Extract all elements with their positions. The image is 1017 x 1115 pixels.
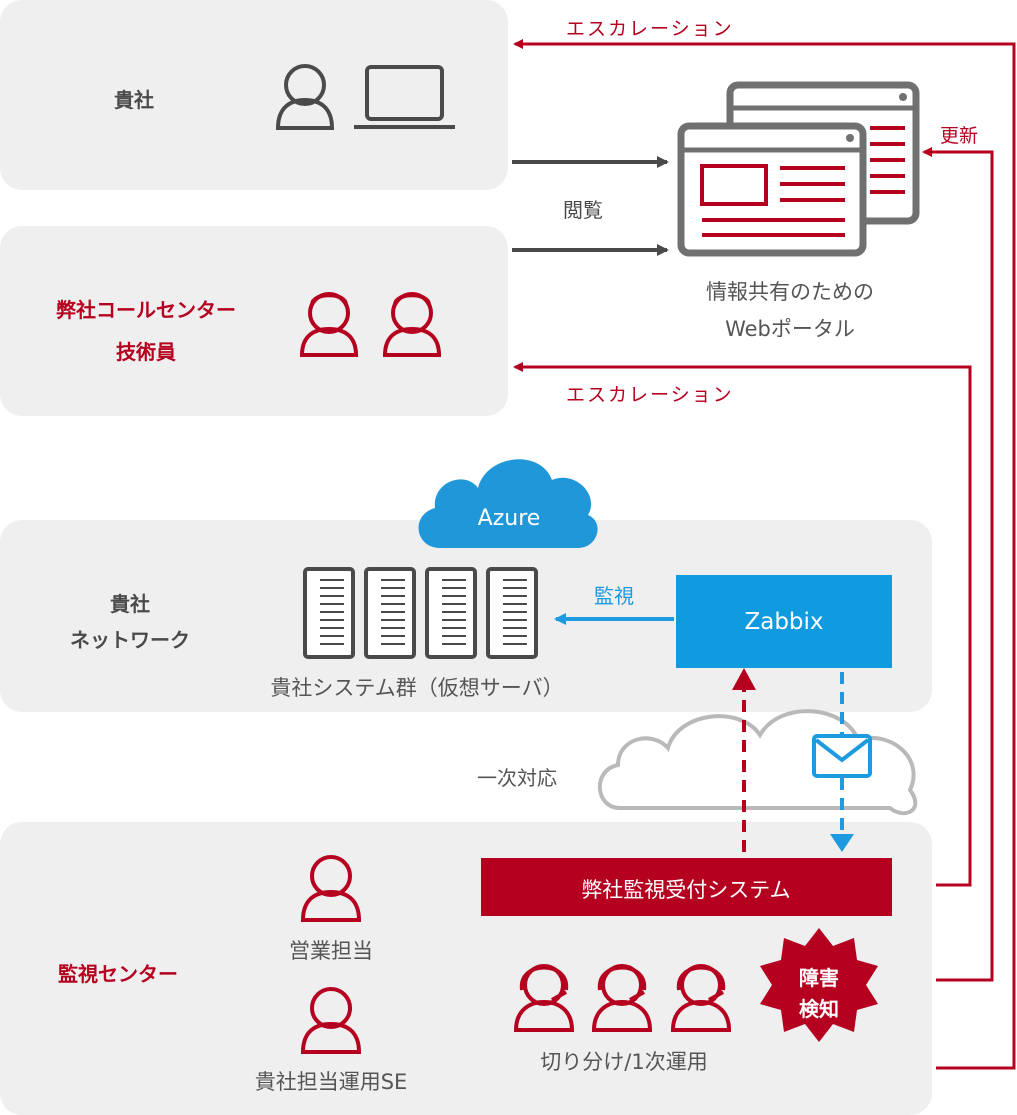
- se-person-icon: [300, 987, 362, 1054]
- escalation-line-top: [513, 39, 1016, 1070]
- portal-label-line1: 情報共有のための: [706, 280, 874, 304]
- incident-burst-icon: [760, 928, 878, 1042]
- incident-label-line1: 障害: [799, 966, 839, 990]
- zabbix-box: [676, 575, 892, 668]
- servers-caption: 貴社システム群（仮想サーバ）: [270, 676, 564, 700]
- technician-icon: [299, 292, 359, 357]
- client-label: 貴社: [114, 88, 154, 112]
- laptop-icon: [354, 65, 455, 129]
- network-label-line1: 貴社: [110, 592, 150, 616]
- first-response-label: 一次対応: [477, 766, 557, 790]
- technician-icon: [382, 292, 442, 357]
- system-bar-label: 弊社監視受付システム: [581, 878, 791, 902]
- callcenter-panel: [0, 226, 508, 416]
- monitoring-system-bar: [481, 858, 892, 916]
- sales-label: 営業担当: [289, 939, 373, 963]
- azure-cloud-icon: [418, 459, 598, 548]
- escalation-line-mid: [513, 362, 972, 887]
- detection-arrowhead: [732, 668, 756, 690]
- escalation-label-mid: エスカレーション: [566, 384, 734, 406]
- operators-caption: 切り分け/1次運用: [540, 1050, 708, 1074]
- monitoring-center-label: 監視センター: [58, 962, 178, 986]
- incident-label-line2: 検知: [799, 997, 839, 1021]
- alert-arrowhead: [830, 834, 854, 852]
- web-portal-icon: [677, 81, 920, 257]
- callcenter-label-line1: 弊社コールセンター: [56, 298, 236, 322]
- mail-icon: [812, 734, 872, 778]
- se-label: 貴社担当運用SE: [254, 1070, 408, 1094]
- callcenter-label-line2: 技術員: [116, 340, 176, 364]
- operator-headset-icon: [513, 964, 575, 1032]
- update-label: 更新: [940, 125, 979, 147]
- operator-headset-icon: [591, 964, 653, 1032]
- sales-person-icon: [300, 855, 362, 922]
- network-label-line2: ネットワーク: [70, 628, 190, 652]
- escalation-label-top: エスカレーション: [566, 18, 734, 40]
- client-panel: [0, 0, 508, 190]
- update-line: [922, 147, 994, 982]
- client-person-icon: [275, 64, 335, 130]
- operator-headset-icon: [670, 964, 732, 1032]
- portal-label-line2: Webポータル: [725, 317, 855, 341]
- browse-label: 閲覧: [563, 198, 603, 222]
- zabbix-label: Zabbix: [744, 609, 824, 635]
- azure-label: Azure: [477, 506, 541, 531]
- monitor-label: 監視: [594, 584, 634, 608]
- server-slots: [320, 579, 527, 645]
